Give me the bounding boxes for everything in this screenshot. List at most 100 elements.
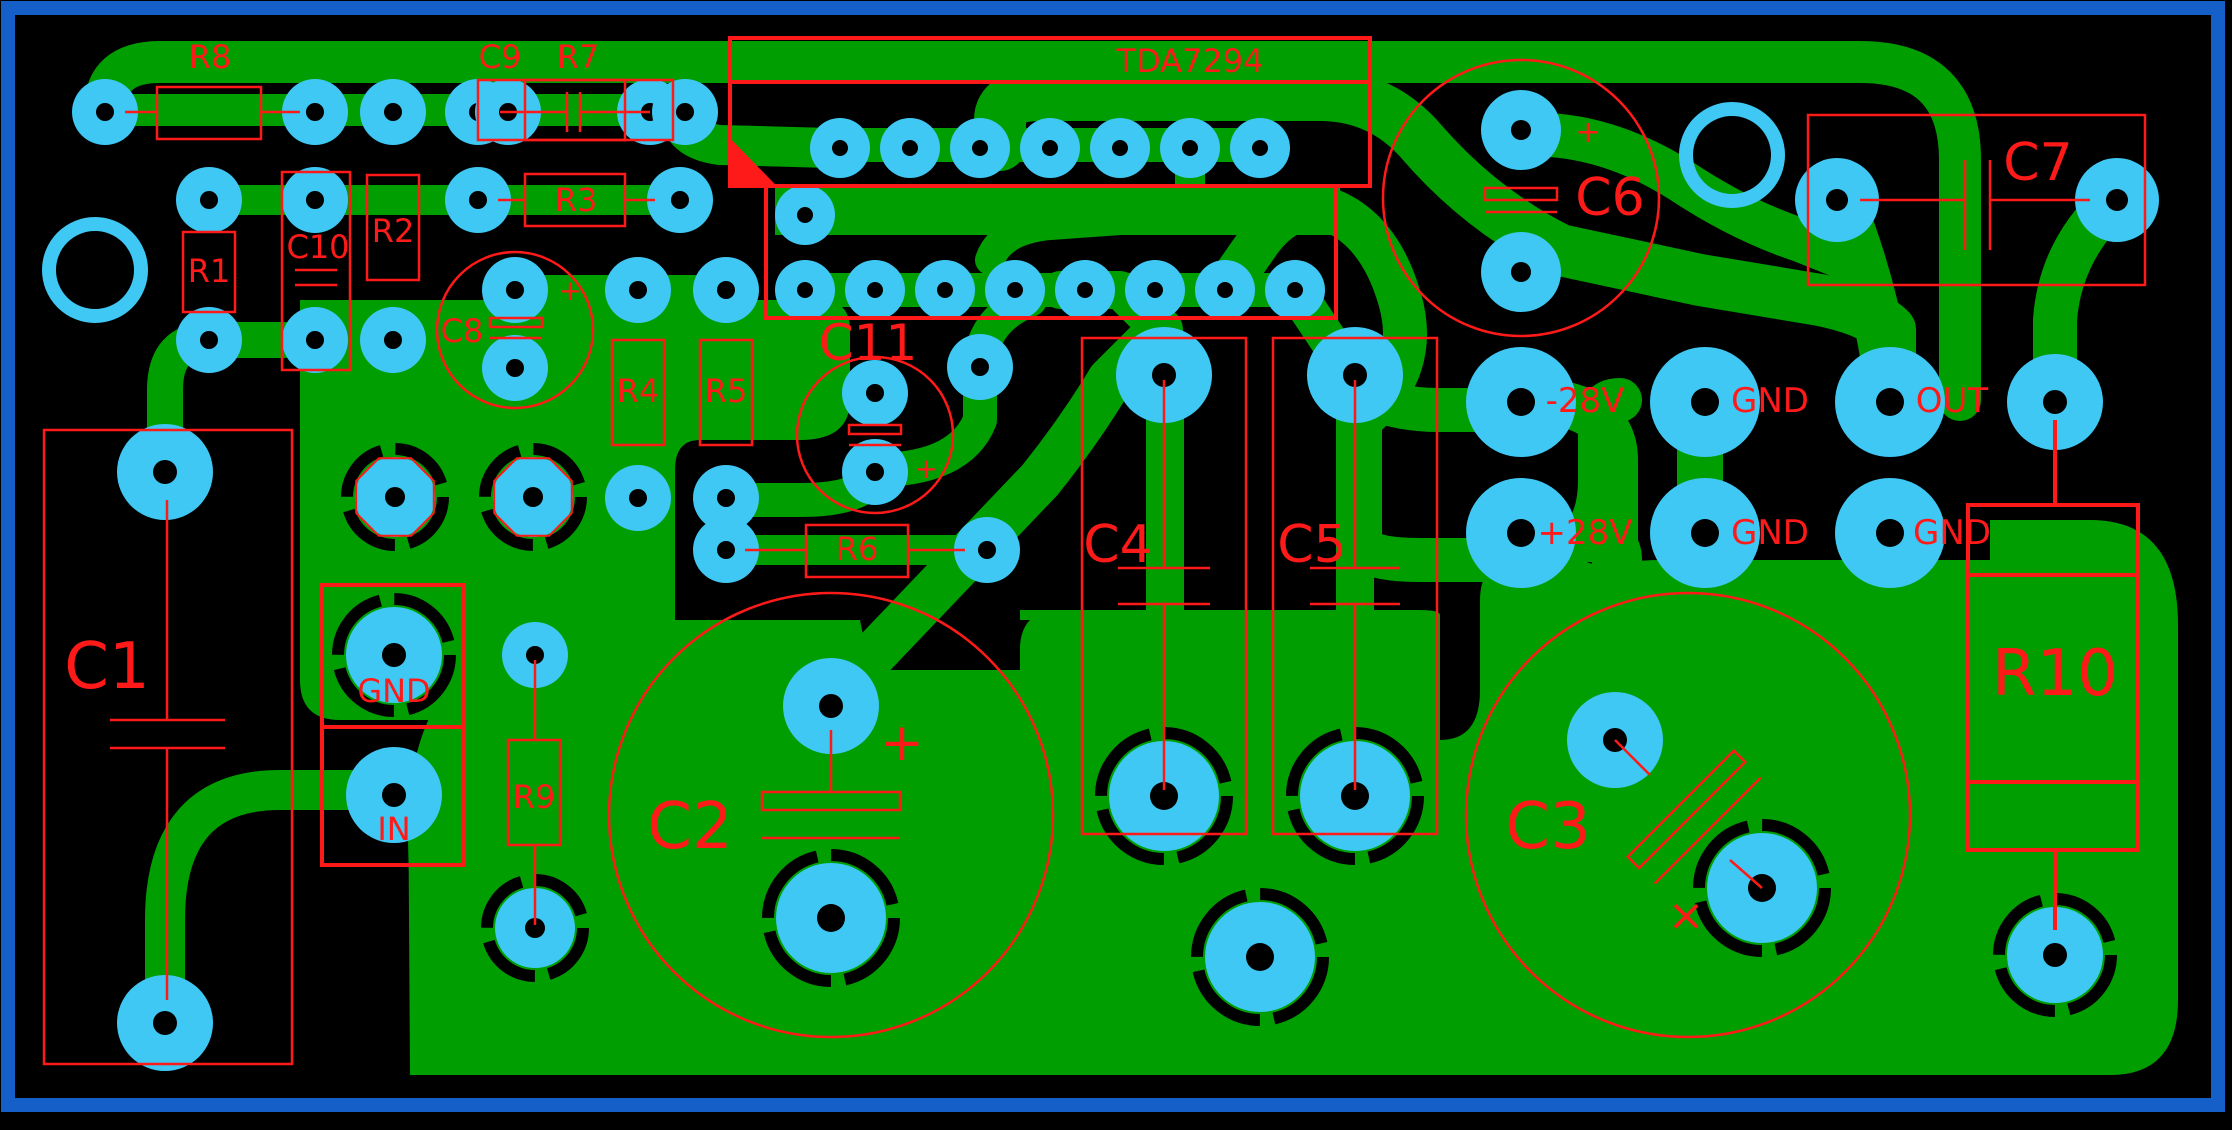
pad-ic-l5-drill [1077, 282, 1093, 298]
trace-c2-diag [807, 307, 1183, 723]
pad-r10-top-drill [2043, 390, 2067, 414]
label-out: OUT [1916, 381, 1989, 421]
label-c1: C1 [64, 630, 149, 704]
pad-octa-1 [341, 443, 449, 551]
pad-input-gnd-thermal-ring [332, 593, 456, 717]
c3-lead-2 [1729, 859, 1763, 889]
pad-r9-top [502, 622, 568, 688]
silkscreen [42, 36, 2147, 1066]
pad-octa-2 [479, 443, 587, 551]
pad-r8-2-drill [306, 103, 324, 121]
pad-c7-2 [2075, 158, 2159, 242]
label-r6: R6 [836, 530, 879, 568]
pad-r2-top [360, 79, 426, 145]
pad-c6-plus [1481, 90, 1561, 170]
pad-r6-2 [954, 517, 1020, 583]
pad-c11-2-drill [866, 463, 884, 481]
pad-r8-2 [282, 79, 348, 145]
label-r2: R2 [372, 212, 415, 250]
label-c5: C5 [1277, 515, 1346, 575]
board-edge [1, 1, 2225, 1112]
pad-pos28v [1466, 478, 1576, 588]
c3-plate-2 [1653, 776, 1762, 885]
pad-ic-l8 [1265, 260, 1325, 320]
label-r7: R7 [557, 38, 600, 76]
pad-ic-u2-drill [902, 140, 918, 156]
pad-r6-1-drill [717, 541, 735, 559]
c1-outline [42, 428, 294, 1066]
pad-c2-plus [783, 658, 879, 754]
pad-ic-l0-drill [797, 207, 813, 223]
pad-ic-l3-drill [937, 282, 953, 298]
pad-ic-extra-drill [971, 358, 989, 376]
c7-outline [1806, 113, 2147, 287]
c6-plus-mark: + [1575, 115, 1600, 150]
pad-r3-2-drill [671, 191, 689, 209]
pad-c6-plus-drill [1511, 120, 1531, 140]
pad-ic-u2 [880, 118, 940, 178]
c11-plate [847, 423, 903, 436]
ic-pin1-marker [728, 136, 778, 188]
c3-lead [1614, 739, 1651, 776]
label-pos28v: +28V [1537, 513, 1632, 553]
pad-ic-l1 [775, 260, 835, 320]
pad-r2-top-drill [384, 103, 402, 121]
c6-plate [1483, 186, 1559, 202]
pad-ic-l2 [845, 260, 905, 320]
pad-c4-bottom [1095, 727, 1233, 865]
pad-r3-1 [445, 167, 511, 233]
pad-r5-top [693, 257, 759, 323]
pad-c2-minus [762, 849, 900, 987]
c8-outline [435, 250, 595, 410]
pad-c10-bottom [282, 307, 348, 373]
pad-ic-u5 [1090, 118, 1150, 178]
c5-outline [1271, 336, 1439, 836]
pad-c1-top [117, 424, 213, 520]
pad-c11-2 [842, 439, 908, 505]
pad-ic-l4 [985, 260, 1045, 320]
label-input-in: IN [377, 810, 410, 848]
pad-c1-bottom-drill [153, 1011, 177, 1035]
pad-c3-2-thermal-ring [1693, 819, 1831, 957]
pad-r4-bottom [605, 465, 671, 531]
pad-out-drill [1876, 388, 1904, 416]
pad-c4-top-drill [1152, 363, 1176, 387]
mounting-hole-right [1679, 102, 1785, 208]
pads [42, 79, 2159, 1071]
pad-c4-bottom-drill [1150, 782, 1178, 810]
pad-ic-u4 [1020, 118, 1080, 178]
label-c8: C8 [441, 312, 484, 350]
r5-outline [698, 338, 754, 447]
pad-c4-bottom-thermal-ring [1095, 727, 1233, 865]
pad-c6-minus-drill [1511, 262, 1531, 282]
label-c2: C2 [647, 790, 732, 864]
pad-ic-l6-drill [1147, 282, 1163, 298]
c9-outline [476, 78, 675, 142]
label-r1: R1 [188, 252, 231, 290]
pad-r5-top-drill [717, 281, 735, 299]
trace-ic-c6 [974, 69, 1916, 426]
label-r4: R4 [617, 372, 660, 410]
pad-bottom-center [1191, 888, 1329, 1026]
pad-ic-l7-drill [1217, 282, 1233, 298]
pad-c8-2-drill [506, 359, 524, 377]
pad-ic-u6 [1160, 118, 1220, 178]
pad-bottom-center-thermal-ring [1191, 888, 1329, 1026]
pad-octa-2-drill [523, 487, 543, 507]
label-c6: C6 [1575, 168, 1644, 228]
pad-c5-top-drill [1343, 363, 1367, 387]
pad-c7-2-drill [2106, 189, 2128, 211]
pad-r3-2 [647, 167, 713, 233]
pad-r6-1 [693, 517, 759, 583]
label-gnd-1: GND [1731, 381, 1809, 421]
pad-octa-2-thermal-ring [479, 443, 587, 551]
pad-c4-top [1116, 327, 1212, 423]
pad-c8-1-drill [506, 281, 524, 299]
pad-c11-1 [842, 360, 908, 426]
pad-r2-bottom-drill [384, 331, 402, 349]
pad-c1-top-drill [153, 460, 177, 484]
c8-plus-mark: + [558, 274, 581, 307]
pad-c5-top [1307, 327, 1403, 423]
pad-octa-1-drill [385, 487, 405, 507]
